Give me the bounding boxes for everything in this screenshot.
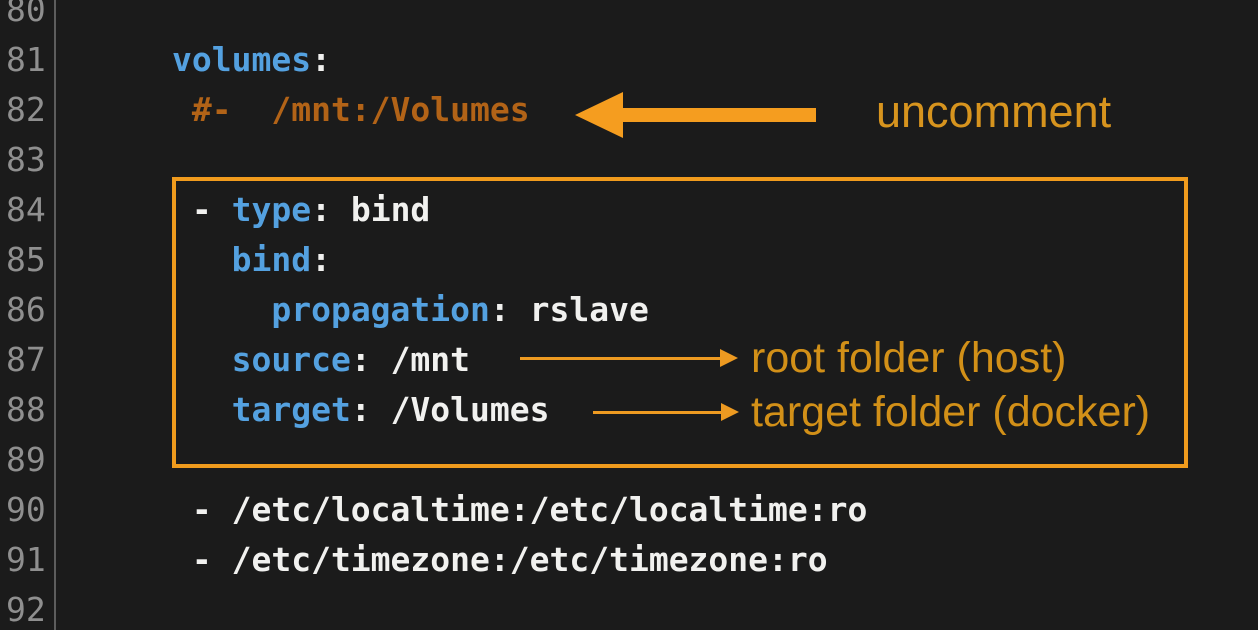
line-number: 86 bbox=[6, 290, 46, 329]
code-segment-key: volumes bbox=[172, 40, 312, 79]
code-line[interactable]: - /etc/timezone:/etc/timezone:ro bbox=[172, 535, 828, 585]
line-number: 92 bbox=[6, 590, 46, 629]
line-number: 83 bbox=[6, 140, 46, 179]
code-segment-key: type bbox=[231, 190, 312, 229]
line-number: 84 bbox=[6, 190, 46, 229]
target-folder-annotation-label: target folder (docker) bbox=[751, 388, 1151, 436]
line-number: 80 bbox=[6, 0, 46, 29]
line-number: 91 bbox=[6, 540, 46, 579]
code-segment-text: : bbox=[311, 240, 331, 279]
uncomment-arrow-head-icon bbox=[575, 92, 623, 138]
code-segment-key: target bbox=[231, 390, 351, 429]
code-line[interactable]: target: /Volumes bbox=[172, 385, 550, 435]
code-segment-text: : bind bbox=[311, 190, 431, 229]
code-segment-text: - /etc/localtime:/etc/localtime:ro bbox=[172, 490, 868, 529]
code-line[interactable]: source: /mnt bbox=[172, 335, 470, 385]
code-line[interactable]: bind: bbox=[172, 235, 331, 285]
code-segment-key: source bbox=[231, 340, 351, 379]
code-segment-key: bind bbox=[231, 240, 312, 279]
code-segment-text: - bbox=[172, 190, 232, 229]
line-number: 85 bbox=[6, 240, 46, 279]
code-line[interactable]: - /etc/localtime:/etc/localtime:ro bbox=[172, 485, 868, 535]
code-segment-comment: #- /mnt:/Volumes bbox=[172, 90, 530, 129]
line-number: 88 bbox=[6, 390, 46, 429]
code-segment-text: : rslave bbox=[489, 290, 649, 329]
uncomment-annotation-label: uncomment bbox=[876, 86, 1112, 137]
code-line[interactable]: propagation: rslave bbox=[172, 285, 649, 335]
line-number: 89 bbox=[6, 440, 46, 479]
code-segment-text: : bbox=[311, 40, 331, 79]
line-number: 90 bbox=[6, 490, 46, 529]
line-number: 82 bbox=[6, 90, 46, 129]
code-segment-key: propagation bbox=[271, 290, 490, 329]
code-line[interactable]: volumes: bbox=[172, 35, 331, 85]
code-segment-text: - /etc/timezone:/etc/timezone:ro bbox=[172, 540, 828, 579]
target-arrow-shaft bbox=[593, 411, 723, 414]
code-line[interactable]: - type: bind bbox=[172, 185, 430, 235]
line-number: 87 bbox=[6, 340, 46, 379]
source-arrow-shaft bbox=[520, 357, 722, 360]
gutter-divider bbox=[54, 0, 56, 630]
source-arrow-head-icon bbox=[720, 349, 738, 367]
target-arrow-head-icon bbox=[721, 403, 739, 421]
uncomment-arrow-shaft bbox=[622, 108, 816, 122]
code-segment-text: : /mnt bbox=[350, 340, 471, 379]
highlight-box bbox=[172, 177, 1188, 468]
line-number: 81 bbox=[6, 40, 46, 79]
code-segment-text: : /Volumes bbox=[350, 390, 550, 429]
root-folder-annotation-label: root folder (host) bbox=[751, 334, 1067, 382]
code-line[interactable]: #- /mnt:/Volumes bbox=[172, 85, 530, 135]
